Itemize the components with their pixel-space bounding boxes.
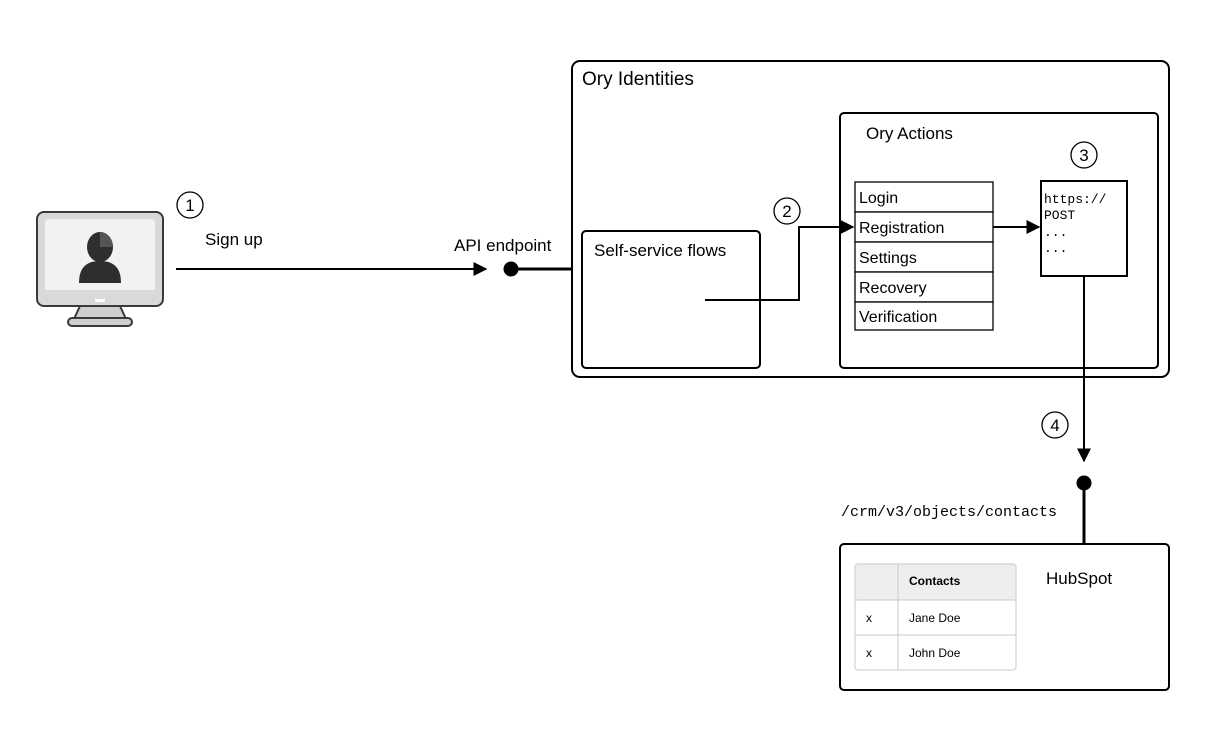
step-3-number: 3 — [1079, 146, 1088, 165]
ory-actions-title: Ory Actions — [866, 124, 953, 143]
ory-actions-box — [839, 112, 1159, 369]
webhook-line-ellipsis-2: ... — [1044, 241, 1067, 256]
step-2-circle — [773, 197, 801, 225]
registration-arrow — [705, 220, 855, 301]
webhook-line-url: https:// — [1044, 192, 1107, 207]
webhook-box — [1040, 180, 1128, 277]
step-4-circle — [1041, 411, 1069, 439]
flow-item-settings — [854, 241, 994, 273]
step-1-number: 1 — [185, 196, 194, 215]
table-row-1-marker: x — [866, 611, 872, 625]
ory-identities-box — [571, 60, 1170, 378]
sign-up-label: Sign up — [205, 230, 263, 249]
webhook-line-method: POST — [1044, 208, 1075, 223]
table-row-2-marker: x — [866, 646, 872, 660]
desktop-user-icon — [36, 211, 164, 327]
table-row-1-name: Jane Doe — [909, 611, 961, 625]
table-row-2-name: John Doe — [909, 646, 961, 660]
flow-item-verification — [854, 301, 994, 331]
step-1-circle — [176, 191, 204, 219]
flow-item-login-label: Login — [859, 190, 898, 207]
hubspot-title: HubSpot — [1046, 569, 1112, 588]
hubspot-box — [839, 543, 1170, 691]
step-4-number: 4 — [1050, 416, 1059, 435]
ory-identities-title: Ory Identities — [582, 69, 694, 90]
webhook-line-ellipsis-1: ... — [1044, 225, 1067, 240]
contacts-column-header: Contacts — [909, 574, 961, 588]
step-2-number: 2 — [782, 202, 791, 221]
flow-item-verification-label: Verification — [859, 309, 937, 326]
self-service-label: Self-service flows — [594, 241, 726, 260]
flow-item-recovery-label: Recovery — [859, 280, 927, 297]
flow-item-settings-label: Settings — [859, 250, 917, 267]
flow-list: Login Registration Settings Recovery Ver… — [854, 181, 994, 331]
flow-item-login — [854, 181, 994, 213]
flow-item-recovery — [854, 271, 994, 303]
step-3-circle — [1070, 141, 1098, 169]
endpoint-path-label: /crm/v3/objects/contacts — [841, 504, 1057, 521]
contacts-table: Contacts x Jane Doe x John Doe — [854, 563, 1017, 671]
api-endpoint-label: API endpoint — [454, 236, 552, 255]
contacts-table-header — [855, 564, 1016, 600]
flow-item-registration-label: Registration — [859, 220, 944, 237]
